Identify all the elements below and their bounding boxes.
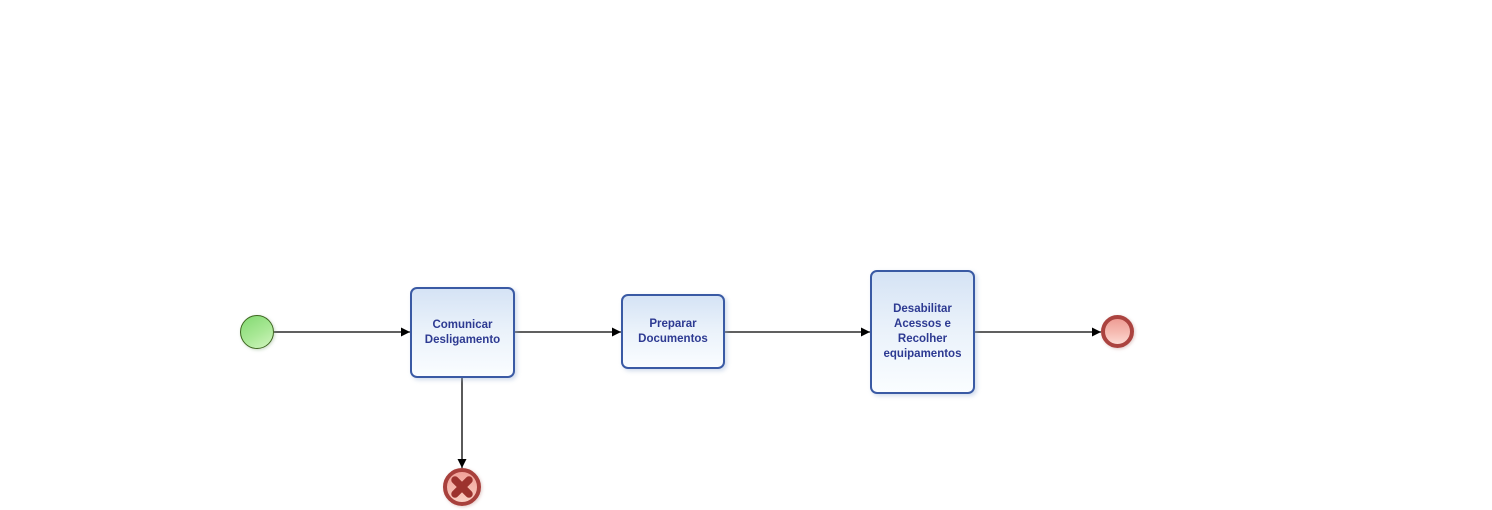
task-preparar-documentos[interactable]: Preparar Documentos bbox=[621, 294, 725, 369]
task-desabilitar-acessos[interactable]: Desabilitar Acessos e Recolher equipamen… bbox=[870, 270, 975, 394]
task-label: Comunicar Desligamento bbox=[424, 318, 501, 346]
end-event[interactable] bbox=[1101, 315, 1134, 348]
terminate-cross-icon bbox=[451, 476, 473, 498]
task-label: Preparar Documentos bbox=[638, 317, 708, 345]
start-event[interactable] bbox=[240, 315, 274, 349]
task-comunicar-desligamento[interactable]: Comunicar Desligamento bbox=[410, 287, 515, 378]
task-label: Desabilitar Acessos e Recolher equipamen… bbox=[883, 303, 962, 360]
terminate-end-event[interactable] bbox=[443, 468, 481, 506]
